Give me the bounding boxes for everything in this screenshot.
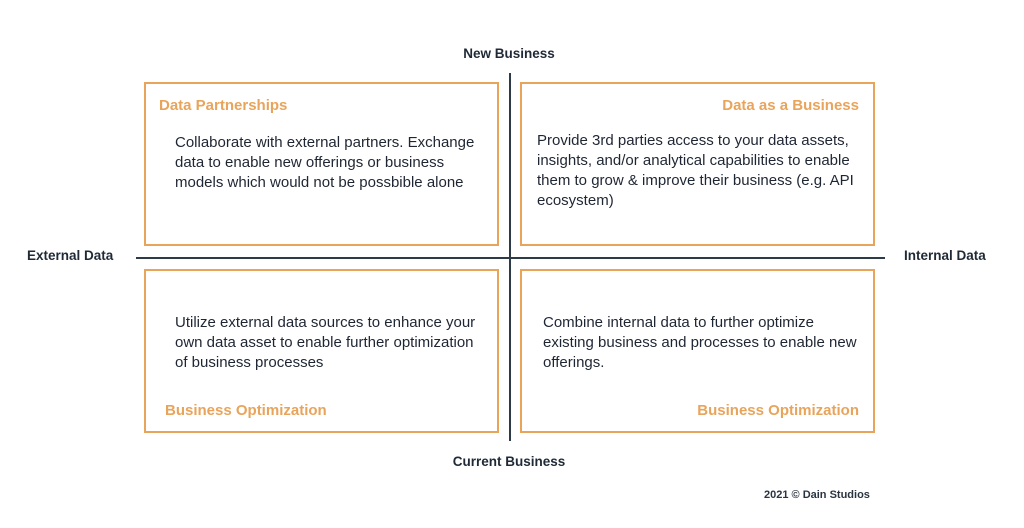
axis-label-new-business: New Business: [463, 46, 555, 61]
axis-label-internal-data: Internal Data: [904, 248, 986, 263]
quadrant-title: Data Partnerships: [159, 97, 288, 114]
copyright-notice: 2021 © Dain Studios: [764, 489, 870, 501]
quadrant-data-as-a-business: Data as a Business Provide 3rd parties a…: [520, 82, 875, 246]
quadrant-business-optimization-internal: Combine internal data to further optimiz…: [520, 269, 875, 433]
quadrant-title: Business Optimization: [165, 402, 327, 419]
axis-label-current-business: Current Business: [452, 454, 566, 469]
quadrant-business-optimization-external: Utilize external data sources to enhance…: [144, 269, 499, 433]
quadrant-description: Combine internal data to further optimiz…: [543, 314, 857, 371]
quadrant-description: Utilize external data sources to enhance…: [175, 314, 476, 371]
quadrant-description: Collaborate with external partners. Exch…: [175, 134, 475, 191]
quadrant-title: Business Optimization: [697, 402, 859, 419]
quadrant-data-partnerships: Data Partnerships Collaborate with exter…: [144, 82, 499, 246]
quadrant-description: Provide 3rd parties access to your data …: [537, 132, 854, 209]
quadrant-title: Data as a Business: [722, 97, 859, 114]
horizontal-axis-line: [136, 257, 885, 259]
axis-label-external-data: External Data: [27, 248, 114, 263]
vertical-axis-line: [509, 73, 511, 441]
